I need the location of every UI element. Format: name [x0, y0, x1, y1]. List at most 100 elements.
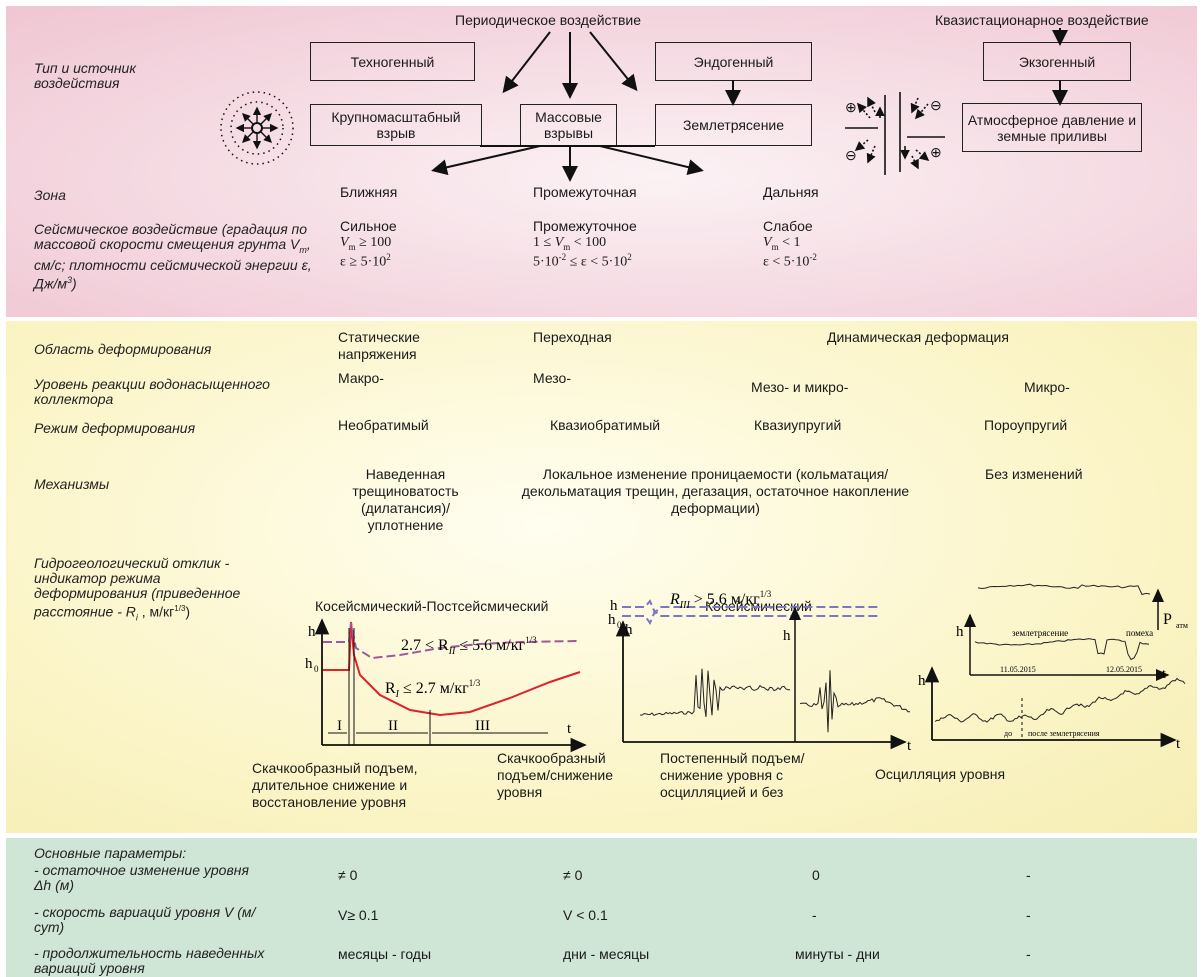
svg-text:землетрясение: землетрясение: [1012, 628, 1068, 638]
svg-text:h: h: [918, 673, 926, 689]
param-rate-3: -: [812, 907, 817, 923]
mode-irreversible: Необратимый: [338, 417, 429, 433]
g1-h0: h: [305, 656, 313, 672]
svg-text:h: h: [610, 598, 618, 614]
area-static: Статические напряжения: [338, 329, 420, 362]
header-arrows: ⊕ ⊖ ⊖ ⊕: [220, 28, 1068, 182]
param-duration-label: - продолжительность наведенных вариаций …: [34, 945, 265, 976]
graph-coseismic-postseismic: I II III h h 0 t 2.7 < RII ≤ 5.6 м/кг1/3…: [305, 618, 587, 753]
large-blast-label: Крупномасштабный взрыв: [331, 109, 461, 141]
svg-text:h: h: [608, 612, 616, 628]
source-zone-panel: [6, 6, 1197, 317]
params-header: Основные параметры:: [34, 845, 187, 861]
atmo-box: Атмосферное давление и земные приливы: [962, 103, 1142, 152]
svg-text:t: t: [1162, 667, 1166, 682]
param-residual-3: 0: [812, 867, 820, 883]
level-micro: Микро-: [1024, 379, 1070, 395]
svg-text:h: h: [783, 628, 791, 644]
svg-text:0: 0: [617, 620, 622, 630]
svg-text:t: t: [1176, 736, 1181, 752]
response-graphs: I II III h h 0 t 2.7 < RII ≤ 5.6 м/кг1/3…: [305, 583, 1188, 754]
seismic-strong: Сильное Vm ≥ 100 ε ≥ 5·102: [340, 218, 397, 270]
svg-text:t: t: [907, 738, 912, 754]
periodic-title: Периодическое воздействие: [455, 12, 641, 28]
seismic-intermediate: Промежуточное 1 ≤ Vm < 100 5·10-2 ≤ ε < …: [533, 218, 637, 270]
hydro-label: Гидрогеологический отклик - индикатор ре…: [34, 555, 241, 623]
atmo-label: Атмосферное давление и земные приливы: [967, 111, 1137, 144]
svg-text:0: 0: [314, 664, 319, 674]
param-rate-label: - скорость вариаций уровня V (м/сут): [34, 904, 256, 935]
mech-label: Механизмы: [34, 476, 110, 492]
mode-quasireversible: Квазиобратимый: [550, 417, 661, 433]
param-residual-1: ≠ 0: [338, 867, 358, 883]
earthquake-label: Землетрясение: [682, 117, 785, 133]
graph-oscillation: h t до после землетрясения: [918, 666, 1186, 752]
param-rate-1: V≥ 0.1: [338, 907, 379, 923]
param-duration-2: дни - месяцы: [563, 946, 650, 962]
minus-sign: ⊖: [845, 149, 857, 164]
desc-jump: Скачкообразный подъем/снижение уровня: [497, 750, 614, 800]
level-macro: Макро-: [338, 370, 384, 386]
area-dynamic: Динамическая деформация: [827, 329, 1009, 345]
svg-text:h: h: [956, 624, 964, 640]
mode-poroelastic: Пороупругий: [984, 417, 1068, 433]
param-rate-4: -: [1026, 907, 1031, 923]
deformation-panel: [6, 321, 1197, 833]
param-duration-1: месяцы - годы: [338, 946, 432, 962]
svg-text:h: h: [625, 622, 633, 638]
svg-text:12.05.2015: 12.05.2015: [1106, 665, 1142, 674]
param-residual-label: - остаточное изменение уровня Δh (м): [34, 862, 249, 893]
g1-t: t: [567, 721, 572, 737]
seismic-weak: Слабое Vm < 1 ε < 5·10-2: [763, 218, 817, 270]
svg-text:P: P: [1163, 611, 1172, 628]
g1-upper-label: 2.7 < RII ≤ 5.6 м/кг1/3: [401, 635, 537, 657]
param-rate-2: V < 0.1: [563, 907, 608, 923]
zone-intermediate: Промежуточная: [533, 184, 637, 200]
mech-permeability: Локальное изменение проницаемости (кольм…: [521, 466, 910, 516]
param-duration-4: -: [1026, 946, 1031, 962]
phase-1: I: [337, 718, 342, 734]
mode-label: Режим деформирования: [34, 420, 196, 436]
technogenic-box: Техногенный: [310, 42, 475, 81]
area-label: Область деформирования: [34, 341, 212, 357]
plus-sign: ⊕: [845, 101, 857, 116]
level-meso-micro: Мезо- и микро-: [751, 379, 849, 395]
phase-3: III: [475, 718, 490, 734]
exogenic-label: Экзогенный: [1018, 53, 1096, 70]
param-duration-3: минуты - дни: [795, 946, 880, 962]
area-transition: Переходная: [533, 329, 612, 345]
seismic-label: Сейсмическое воздействие (градация по ма…: [34, 221, 312, 292]
g1-lower-label: RI ≤ 2.7 м/кг1/3: [385, 678, 481, 700]
response-title-1: Косейсмический-Постсейсмический: [315, 598, 549, 614]
large-blast-box: Крупномасштабный взрыв: [310, 104, 482, 146]
phase-2: II: [388, 718, 398, 734]
explosion-icon: [220, 91, 294, 165]
level-label: Уровень реакции водонасыщенного коллекто…: [34, 376, 270, 407]
desc-gradual: Постепенный подъем/снижение уровня с осц…: [660, 750, 805, 800]
graph-coseismic: h h 0 RIII > 5.6 м/кг1/3 h t h: [608, 589, 912, 754]
graph-pressure: P атм h t землетрясение помеха 11.05.201…: [956, 583, 1188, 682]
svg-text:атм: атм: [1176, 621, 1188, 630]
mech-none: Без изменений: [985, 466, 1083, 482]
source-label: Тип и источник воздействия: [34, 60, 136, 91]
desc-jump-decline: Скачкообразный подъем, длительное снижен…: [252, 760, 418, 810]
zone-far: Дальняя: [763, 184, 819, 200]
mode-quasielastic: Квазиупругий: [754, 417, 842, 433]
desc-oscillation: Осцилляция уровня: [875, 766, 1006, 782]
svg-text:до: до: [1004, 729, 1012, 738]
param-residual-4: -: [1026, 867, 1031, 883]
zone-near: Ближняя: [340, 184, 398, 200]
g2-label: RIII > 5.6 м/кг1/3: [669, 589, 772, 611]
g1-h: h: [308, 624, 316, 640]
level-meso: Мезо-: [533, 370, 572, 386]
plus-sign: ⊕: [930, 146, 942, 161]
svg-text:11.05.2015: 11.05.2015: [1000, 665, 1036, 674]
zone-label: Зона: [34, 187, 66, 203]
svg-text:помеха: помеха: [1126, 628, 1153, 638]
red-curve: [323, 621, 581, 717]
endogenic-label: Эндогенный: [693, 53, 774, 70]
technogenic-label: Техногенный: [350, 53, 435, 70]
quasistatic-title: Квазистационарное воздействие: [935, 12, 1149, 28]
parameters-panel: [6, 838, 1197, 977]
param-residual-2: ≠ 0: [563, 867, 583, 883]
